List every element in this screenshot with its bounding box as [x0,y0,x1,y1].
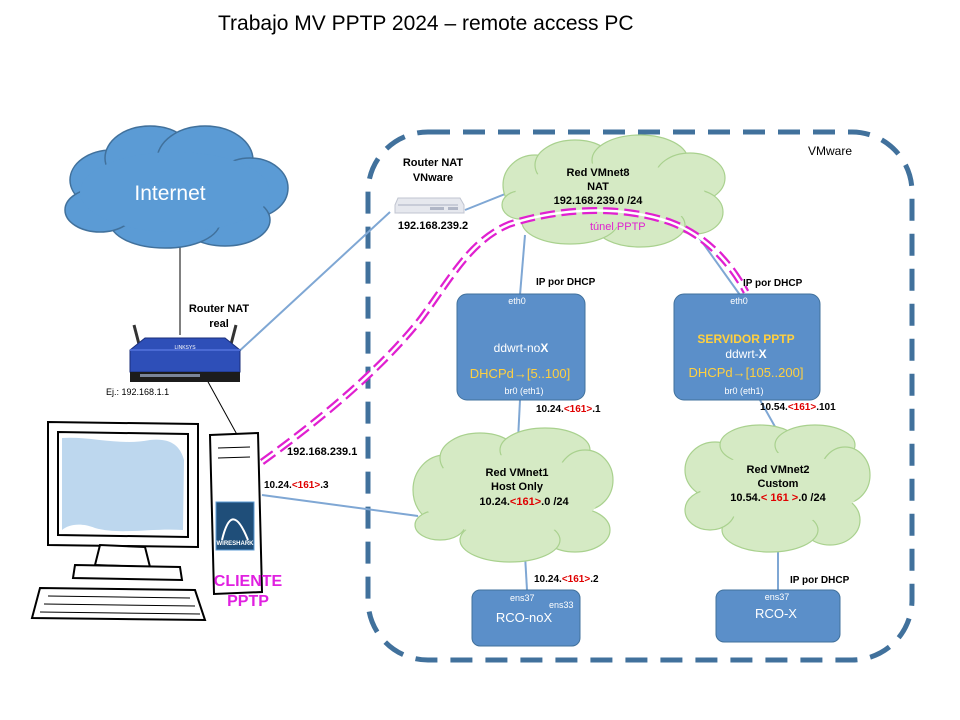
vmnet2-router-ip: 10.54.<161>.101 [760,402,836,413]
link-vmnet8-ddwrt-nox [519,234,526,296]
router-real-label-1: Router NAT [188,303,250,315]
router-real-ip: Ej.: 192.168.1.1 [106,387,169,397]
link-router-vmware-router [234,211,391,356]
ddwrt-nox-name-prefix: ddwrt-no [493,341,541,355]
vmnet1-subnet-post: .0 /24 [541,496,569,508]
vmnet2-router-ip-post: .101 [816,402,836,413]
router-vmware-label-1: Router NAT [402,157,464,169]
vmnet1-subnet-pre: 10.24. [479,496,510,508]
ddwrt-nox-dhcp-range: [5..100] [526,366,571,381]
vmnet8-type: NAT [587,181,609,193]
client-label-1: CLIENTE [213,573,283,590]
client-label-2: PPTP [227,593,269,610]
vmnet1-name: Red VMnet1 [485,467,549,479]
vmnet1-subnet: 10.24.<161>.0 /24 [479,496,568,508]
router-vmware-ip: 192.168.239.2 [397,220,469,232]
vmnet8-subnet: 192.168.239.0 /24 [553,195,643,207]
router-real-icon: LINKSYS [129,324,241,382]
rco-nox-if2: ens33 [549,600,574,610]
vmware-boundary [365,129,915,663]
router-real-label-2: real [209,318,229,330]
vmnet8-name: Red VMnet8 [566,167,630,179]
ddwrt-nox-uplink-label: IP por DHCP [536,277,596,288]
rco-nox-name: RCO-noX [495,610,553,625]
client-ip-host-id: <161> [291,480,321,491]
internet-cloud [64,125,289,249]
router-vmware-label-2: VNware [412,172,454,184]
vmnet2-subnet-pre: 10.54. [730,492,761,504]
ddwrt-x-name-suffix: X [758,347,767,361]
pptp-tunnel-inner [261,209,748,464]
link-router-pc [206,379,241,441]
vmnet1-router-ip-id: <161> [563,404,593,415]
vmnet2-subnet-id: < 161 > [760,492,799,504]
rco-x-if1: ens37 [764,592,790,602]
ddwrt-nox-dhcp: DHCPd→[5..100] [470,366,570,381]
vmnet1-type: Host Only [491,481,543,493]
vmnet2-router-ip-pre: 10.54. [760,402,788,413]
ddwrt-x-uplink-label: IP por DHCP [743,278,803,289]
rco-nox-box [471,589,581,647]
rco-nox-ip-id: <161> [561,574,591,585]
rco-nox-ip: 10.24.<161>.2 [534,574,599,585]
ddwrt-x-name: ddwrt-X [725,347,766,361]
ddwrt-nox-box [456,293,586,401]
vmnet1-router-ip: 10.24.<161>.1 [536,404,601,415]
rco-x-uplink-label: IP por DHCP [790,575,850,586]
router-real-ip-prefix: Ej.: [106,387,120,397]
rco-x-name: RCO-X [755,606,797,621]
ddwrt-x-name-prefix: ddwrt- [725,347,759,361]
ddwrt-nox-dhcp-arrow: → [513,366,527,381]
ddwrt-nox-if-top: eth0 [508,296,526,306]
ddwrt-nox-dhcp-label: DHCPd [469,366,514,381]
page-title: Trabajo MV PPTP 2024 – remote access PC [218,12,634,35]
svg-text:LINKSYS: LINKSYS [174,345,196,351]
router-real-ip-value: 192.168.1.1 [121,387,170,397]
rco-x-box [715,589,841,643]
tunnel-label: túnel PPTP [590,221,646,233]
vmnet1-router-ip-pre: 10.24. [536,404,564,415]
vmnet2-name: Red VMnet2 [746,464,810,476]
router-vmware-icon [394,197,465,214]
vmnet1-router-ip-post: .1 [592,404,601,415]
ddwrt-x-if-top: eth0 [730,296,748,306]
vmnet1-subnet-id: <161> [509,496,542,508]
ddwrt-nox-name-suffix: X [540,341,549,355]
client-ip-host: 10.24.<161>.3 [264,480,329,491]
vmnet2-subnet-post: .0 /24 [798,492,826,504]
ddwrt-x-dhcp: DHCPd→[105..200] [689,365,804,380]
vmnet2-subnet: 10.54.< 161 >.0 /24 [730,492,825,504]
rco-nox-ip-pre: 10.24. [534,574,562,585]
vmnet2-cloud [684,424,871,553]
ddwrt-nox-name: ddwrt-noX [494,341,549,355]
ddwrt-x-if-bottom: br0 (eth1) [724,386,764,396]
ddwrt-x-box [673,293,821,401]
pc-icon [30,420,264,622]
link-vmware-router-vmnet8 [464,191,511,211]
ddwrt-x-dhcp-range: [105..200] [745,365,804,380]
internet-label: Internet [134,182,206,205]
client-ip-host-post: .3 [320,480,329,491]
link-pc-vmnet1 [261,494,419,517]
vmnet2-router-ip-id: <161> [787,402,817,413]
ddwrt-x-dhcp-arrow: → [732,365,746,380]
vmware-label: VMware [808,144,853,158]
ddwrt-nox-if-bottom: br0 (eth1) [504,386,544,396]
vmnet2-type: Custom [757,478,799,490]
rco-nox-if1: ens37 [510,593,535,603]
ddwrt-x-role: SERVIDOR PPTP [697,332,795,346]
client-ip-nat: 192.168.239.1 [287,446,358,458]
ddwrt-x-dhcp-label: DHCPd [688,365,733,380]
wireshark-label: WIRESHARK [216,541,254,547]
vmnet1-cloud [412,427,614,563]
client-ip-host-pre: 10.24. [264,480,292,491]
rco-nox-ip-post: .2 [590,574,599,585]
